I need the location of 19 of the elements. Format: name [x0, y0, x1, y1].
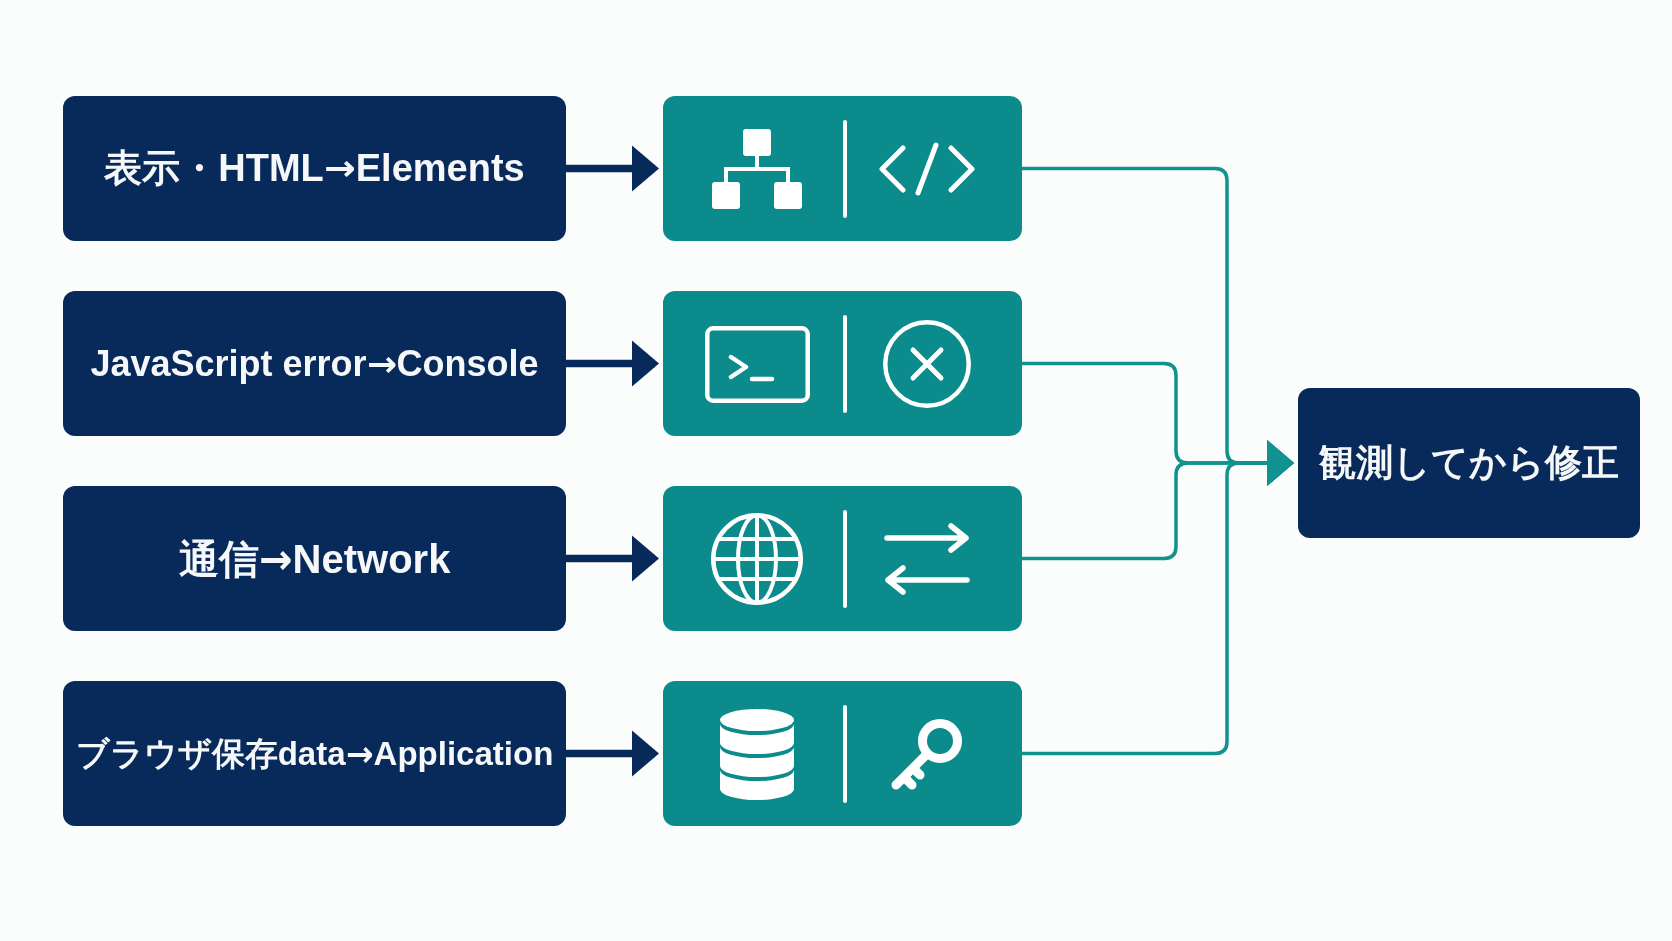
box-label: 表示・HTML→Elements — [104, 146, 525, 191]
box-label: 通信→Network — [178, 535, 451, 582]
process-box — [63, 681, 566, 826]
arrow — [566, 340, 659, 387]
arrow — [566, 730, 659, 777]
process-box — [63, 291, 566, 436]
process-box — [63, 96, 566, 241]
arrow — [1022, 440, 1294, 756]
icon-panel — [663, 96, 1022, 241]
process-box — [63, 486, 566, 631]
box-label: 観測してから修正 — [1319, 441, 1619, 485]
icon-panel — [663, 291, 1022, 436]
process-box — [1298, 388, 1640, 538]
icon-panel — [663, 681, 1022, 826]
arrow — [566, 535, 659, 582]
icon-panel — [663, 486, 1022, 631]
box-label: JavaScript error→Console — [90, 342, 539, 385]
arrow — [566, 145, 659, 192]
box-label: ブラウザ保存data→Application — [75, 734, 554, 773]
